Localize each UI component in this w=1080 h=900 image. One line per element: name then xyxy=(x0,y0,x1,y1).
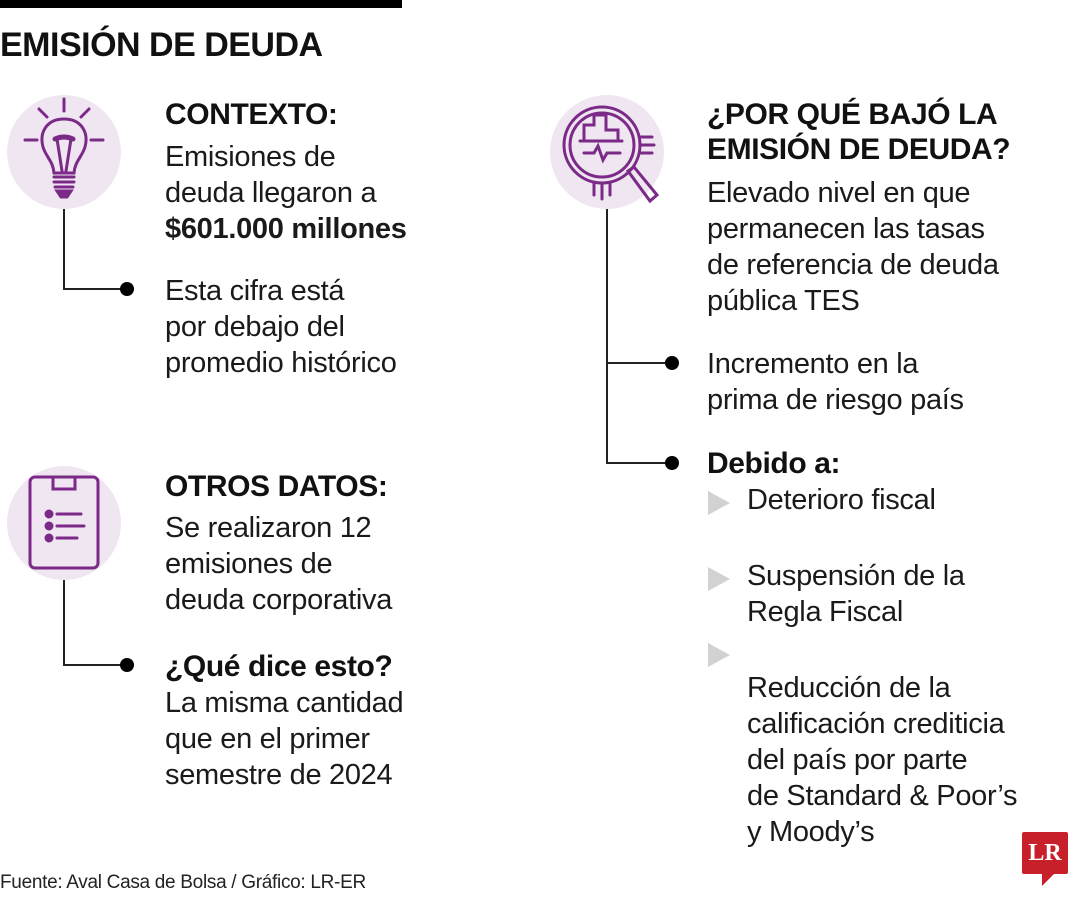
connector-line xyxy=(606,209,608,463)
connector-line xyxy=(63,209,65,289)
source-footer: Fuente: Aval Casa de Bolsa / Gráfico: LR… xyxy=(0,872,366,893)
clipboard-list-icon xyxy=(28,475,100,570)
lr-logo: LR xyxy=(1022,832,1068,886)
bullet-dot xyxy=(665,356,679,370)
right-text: Elevado nivel en que permanecen las tasa… xyxy=(707,177,999,317)
lightbulb-circle xyxy=(7,95,121,209)
contexto-heading: CONTEXTO: xyxy=(165,98,338,131)
connector-line xyxy=(63,580,65,665)
bullet-dot xyxy=(665,456,679,470)
reason-item: Reducción de la calificación crediticia … xyxy=(747,672,1018,848)
otros-bullet-heading: ¿Qué dice esto? xyxy=(165,650,393,683)
contexto-amount: $601.000 millones xyxy=(165,213,407,245)
page-title: EMISIÓN DE DEUDA xyxy=(0,26,323,64)
reason-item: Deterioro fiscal xyxy=(747,484,936,516)
arrow-right-icon xyxy=(708,491,730,515)
connector-line xyxy=(606,462,669,464)
magnifier-chart-icon xyxy=(562,105,660,204)
connector-line xyxy=(606,362,669,364)
lightbulb-icon xyxy=(23,97,105,199)
clipboard-circle xyxy=(7,466,121,580)
right-bullet2-heading: Debido a: xyxy=(707,447,841,480)
otros-heading: OTROS DATOS: xyxy=(165,470,388,503)
top-rule xyxy=(0,0,402,8)
reason-item: Suspensión de la Regla Fiscal xyxy=(747,560,965,628)
connector-line xyxy=(63,664,123,666)
contexto-text: Emisiones de deuda llegaron a xyxy=(165,141,377,209)
bullet-dot xyxy=(120,658,134,672)
otros-text: Se realizaron 12 emisiones de deuda corp… xyxy=(165,512,393,616)
otros-bullet-text: La misma cantidad que en el primer semes… xyxy=(165,687,404,791)
right-heading: ¿POR QUÉ BAJÓ LA EMISIÓN DE DEUDA? xyxy=(707,98,1011,166)
arrow-right-icon xyxy=(708,643,730,667)
arrow-right-icon xyxy=(708,567,730,591)
bullet-dot xyxy=(120,282,134,296)
magnifier-circle xyxy=(550,95,664,209)
contexto-bullet-text: Esta cifra está por debajo del promedio … xyxy=(165,275,397,379)
right-bullet1-text: Incremento en la prima de riesgo país xyxy=(707,348,964,416)
connector-line xyxy=(63,288,123,290)
